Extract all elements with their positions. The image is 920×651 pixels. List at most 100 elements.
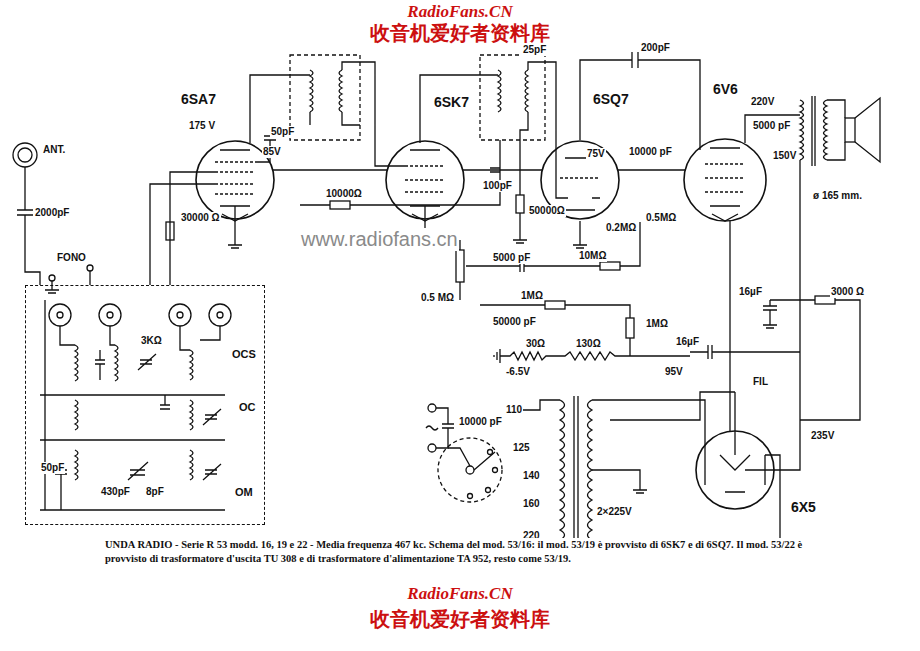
- audio-wiring: [626, 318, 634, 338]
- tube-outline: [385, 140, 465, 220]
- rf-wiring: [525, 70, 528, 112]
- audio-wiring: [763, 300, 800, 328]
- tube-type: 6SK7: [433, 95, 470, 110]
- caption: UNDA RADIO - Serie R 53 modd. 16, 19 e 2…: [105, 538, 820, 565]
- band-switch-parts: [75, 345, 78, 381]
- rf-wiring: [513, 213, 527, 243]
- tube-internals: [215, 162, 255, 194]
- audio-wiring: [855, 98, 880, 162]
- power-supply: [493, 468, 498, 473]
- rf-wiring: [228, 206, 242, 248]
- tube-outline: [696, 431, 774, 509]
- tube-outline: [386, 141, 464, 219]
- component-value: 50000Ω: [528, 205, 566, 217]
- power-supply: [486, 488, 491, 493]
- tube-type: 6SQ7: [592, 92, 630, 107]
- power-supply: [488, 450, 493, 455]
- rf-wiring: [490, 62, 560, 198]
- component-value: 30000 Ω: [180, 212, 221, 224]
- band-switch-parts: [203, 464, 221, 480]
- antenna-symbol: [17, 167, 40, 285]
- rf-wiring: [330, 201, 350, 209]
- component-value: 100pF: [482, 180, 513, 192]
- signal-name: FIL: [752, 376, 769, 388]
- tap-voltage: 125: [512, 442, 531, 454]
- rf-wiring: [516, 195, 524, 213]
- audio-wiring: [456, 250, 464, 282]
- band-switch-parts: [57, 312, 63, 318]
- tube-type: 6V6: [712, 82, 739, 97]
- audio-wiring: [545, 301, 565, 309]
- terminal-name: ANT.: [42, 144, 66, 156]
- power-supply: [428, 404, 436, 412]
- watermark: RadioFans.CN: [406, 2, 513, 22]
- band-name: OCS: [231, 348, 257, 360]
- audio-wiring: [456, 52, 880, 470]
- power-supply: [426, 426, 438, 430]
- component-value: 50000 pF: [492, 316, 537, 328]
- power-supply: [436, 408, 454, 448]
- component-value: 1MΩ: [645, 318, 669, 330]
- audio-wiring: [800, 100, 804, 160]
- audio-wiring: [573, 221, 587, 248]
- tap-voltage: 140: [522, 470, 541, 482]
- rf-wiring: [166, 222, 174, 240]
- component-value: 10000Ω: [325, 188, 363, 200]
- voltage-label: 175 V: [188, 120, 216, 132]
- voltage-label: 150V: [772, 150, 797, 162]
- voltage-label: 235V: [810, 430, 835, 442]
- component-value: 10000 pF: [458, 416, 503, 428]
- power-supply: [428, 444, 436, 452]
- band-switch-parts: [138, 354, 156, 370]
- rf-wiring: [290, 55, 360, 140]
- antenna-symbol: [13, 143, 37, 167]
- component-value: 16µF: [738, 286, 763, 298]
- tube-type: 6X5: [790, 500, 817, 515]
- band-switch-parts: [95, 350, 105, 380]
- band-switch-parts: [75, 400, 78, 430]
- band-switch-parts: [128, 462, 148, 480]
- tube-internals: [705, 455, 765, 492]
- band-switch-parts: [177, 312, 183, 318]
- tube-internals: [405, 166, 445, 192]
- component-value: 1MΩ: [520, 290, 544, 302]
- tap-voltage: 110: [505, 404, 523, 416]
- audio-wiring: [580, 52, 700, 150]
- band-switch-parts: [190, 400, 193, 430]
- rf-wiring: [480, 55, 545, 140]
- band-switch-parts: [169, 304, 191, 326]
- tube-envelope: 6V6: [683, 138, 767, 222]
- signal-wire: [463, 169, 543, 170]
- tube-type: 6SA7: [180, 92, 217, 107]
- component-value: 200pF: [640, 42, 671, 54]
- band-switch-parts: [209, 304, 231, 326]
- component-value: 16µF: [675, 336, 700, 348]
- component-value: 10MΩ: [578, 250, 607, 262]
- component-value: 25pF: [522, 44, 547, 56]
- phono-terminals: [49, 275, 55, 281]
- signal-wire: [729, 221, 730, 432]
- audio-wiring: [745, 160, 800, 470]
- rf-wiring: [300, 62, 405, 166]
- power-supply: [426, 392, 780, 544]
- phono-terminals: [45, 265, 93, 293]
- audio-wiring: [845, 118, 855, 142]
- power-supply: [505, 400, 560, 540]
- tube-internals: [560, 177, 600, 178]
- rf-wiring: [150, 172, 215, 285]
- component-value: 0.5MΩ: [645, 212, 677, 224]
- band-switch-parts: [55, 470, 67, 510]
- band-switch-parts: [75, 450, 78, 480]
- component-value: 0.2MΩ: [605, 222, 637, 234]
- voltage-label: 220V: [750, 96, 775, 108]
- rf-wiring: [339, 70, 342, 112]
- rf-wiring: [250, 75, 300, 143]
- band-switch-parts: [99, 304, 121, 326]
- signal-wire: [273, 169, 388, 170]
- rf-wiring: [310, 70, 313, 112]
- power-supply: [466, 466, 474, 474]
- band-switch-parts: [107, 312, 113, 318]
- band-switch-parts: [190, 450, 193, 480]
- power-supply: [438, 438, 502, 502]
- audio-wiring: [494, 349, 690, 363]
